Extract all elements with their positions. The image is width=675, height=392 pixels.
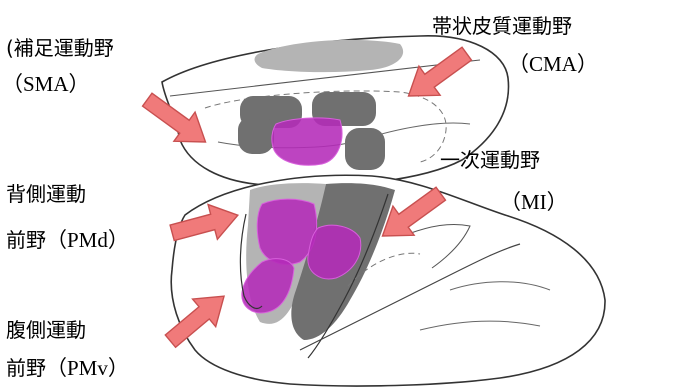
label-pmv-line2: 前野（PMv） xyxy=(6,354,129,382)
label-sma-abbr: （SMA） xyxy=(2,70,90,98)
label-pmd-abbr: （PMd） xyxy=(46,228,129,252)
sma-highlight xyxy=(272,118,342,165)
label-mi-abbr: （MI） xyxy=(500,188,568,216)
label-pmv-prefix: 前野 xyxy=(6,356,46,380)
label-pmd-line1: 背側運動 xyxy=(6,180,86,208)
label-mi-abbr-text: （MI） xyxy=(500,190,568,214)
label-pmd-line2: 前野（PMd） xyxy=(6,226,129,254)
medial-dark-patch-3 xyxy=(238,116,274,154)
label-pmv-abbr: （PMv） xyxy=(46,356,129,380)
medial-dark-patch-4 xyxy=(345,128,385,170)
label-cma-abbr-text: （CMA） xyxy=(508,52,598,76)
pmd-magenta-highlight xyxy=(257,199,316,264)
label-pmd-prefix: 前野 xyxy=(6,228,46,252)
label-sma-abbr-text: （SMA） xyxy=(2,72,90,96)
cma-region xyxy=(255,40,404,72)
label-pmv-line1: 腹側運動 xyxy=(6,316,86,344)
label-cma-name: 帯状皮質運動野 xyxy=(432,12,572,40)
label-cma-abbr: （CMA） xyxy=(508,50,598,78)
label-mi-name: 一次運動野 xyxy=(440,146,540,174)
label-sma-name: (補足運動野 xyxy=(6,34,114,62)
